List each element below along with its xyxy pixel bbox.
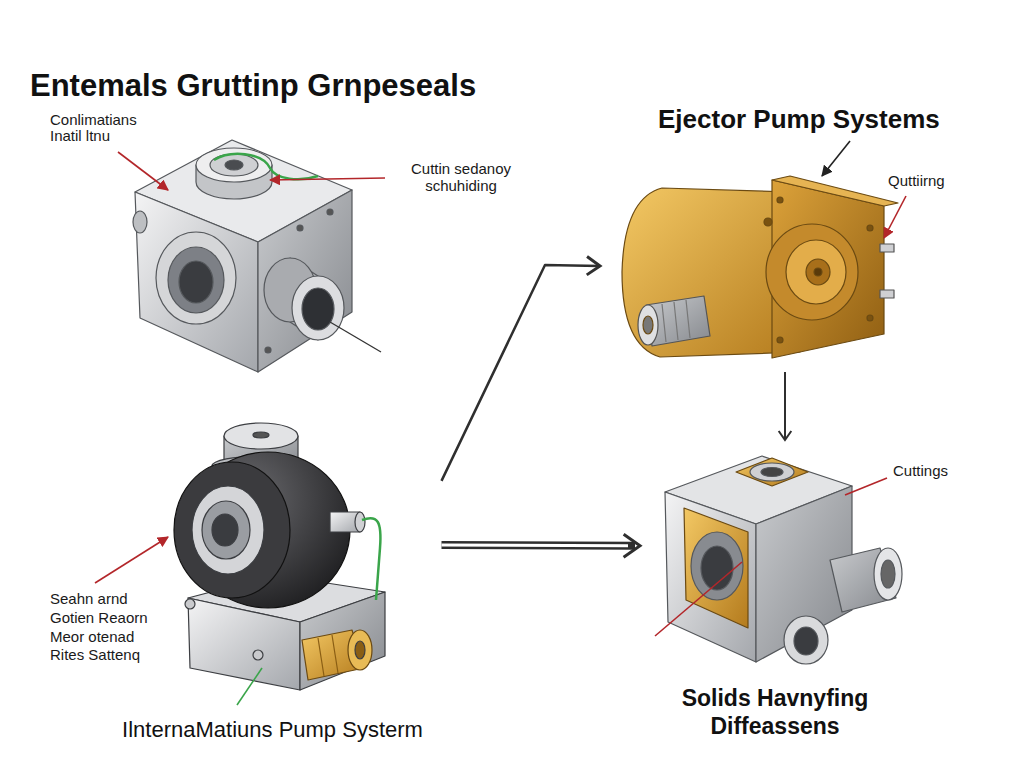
internal-pump-part	[188, 598, 300, 690]
ejector-pump-part	[880, 290, 894, 298]
arrow-head	[624, 534, 640, 557]
internal-pump-part	[185, 599, 195, 609]
arrow-head	[779, 431, 792, 440]
solids-pump-block-part	[736, 458, 808, 486]
valve-block	[133, 140, 352, 372]
callout-label: Conlimatians Inatil ltnu	[50, 112, 158, 144]
valve-block-part	[156, 232, 236, 324]
leader-lines-part	[330, 322, 381, 352]
flow-arrow	[442, 534, 641, 557]
ejector-pump-part	[643, 316, 653, 334]
group-heading: Ejector Pump Systems	[658, 104, 940, 135]
valve-block-part	[135, 192, 258, 372]
leader-lines-part	[270, 178, 385, 180]
internal-pump-part	[355, 512, 365, 532]
flow-arrow	[442, 257, 601, 481]
group-heading: Solids Havnyfing Diffeassens	[650, 685, 900, 740]
connector-line	[784, 372, 786, 440]
solids-pump-block-part	[665, 492, 756, 662]
solids-pump-block-part	[794, 627, 818, 655]
valve-block-part	[133, 211, 147, 233]
valve-block-part	[327, 209, 333, 215]
group-heading: IlnternaMatiuns Pump Systerm	[108, 717, 438, 743]
valve-block-part	[225, 160, 243, 170]
solids-pump-block-part	[691, 532, 743, 600]
ejector-pump-part	[772, 180, 884, 358]
valve-block-part	[168, 247, 224, 313]
ejector-pump	[622, 176, 898, 358]
leader-lines	[95, 141, 906, 705]
ejector-pump-part	[674, 302, 678, 340]
internal-pump-part	[253, 432, 269, 438]
valve-block-part	[214, 154, 318, 179]
leader-lines-part	[95, 537, 168, 583]
pump-group: Ejector Pump Systems	[600, 100, 1000, 372]
ejector-pump-part	[806, 259, 830, 285]
callout-label: Cuttin sedanoy schuhiding	[392, 160, 530, 195]
leader-lines-part	[845, 478, 887, 495]
ejector-pump-part	[867, 315, 873, 321]
internal-pump-part	[355, 641, 365, 659]
ejector-pump-part	[867, 225, 873, 231]
solids-pump-block-part	[881, 560, 895, 588]
callout-label: Seahn arnd Gotien Reaorn Meor otenad Rit…	[50, 590, 162, 665]
arrow-head	[587, 257, 600, 275]
connector-line	[442, 265, 601, 481]
internal-pump-part	[253, 650, 263, 660]
valve-block-part	[265, 347, 271, 353]
ejector-pump-part	[880, 244, 894, 252]
leader-lines-part	[822, 141, 850, 176]
callout-label: Cuttings	[893, 462, 948, 479]
internal-pump-part	[300, 592, 385, 690]
solids-pump-block-part	[761, 468, 783, 477]
ejector-pump-part	[764, 218, 772, 226]
leader-lines-part	[118, 152, 168, 190]
ejector-pump-part	[686, 300, 690, 338]
solids-pump-block	[665, 456, 902, 664]
internal-pump-part	[318, 638, 324, 676]
valve-block-part	[297, 225, 303, 231]
connector-gap	[442, 544, 629, 548]
callout-label: Quttiirng	[888, 172, 945, 189]
valve-block-part	[258, 190, 352, 372]
connector-line	[442, 541, 636, 550]
flow-arrow	[779, 372, 792, 440]
valve-block-part	[292, 276, 344, 340]
ejector-pump-part	[638, 305, 658, 345]
ejector-pump-part	[662, 304, 666, 342]
pump-group: IlnternaMatiuns Pump Systerm	[105, 405, 442, 750]
internal-pump-part	[174, 462, 290, 598]
internal-pump-part	[212, 514, 238, 546]
solids-pump-block-part	[874, 548, 902, 600]
ejector-pump-part	[777, 197, 783, 203]
solids-pump-block-part	[750, 463, 794, 481]
diagram-title: Entemals Gruttinp Grnpeseals	[30, 68, 476, 104]
ejector-pump-part	[766, 224, 858, 320]
solids-pump-block-part	[684, 508, 748, 628]
ejector-pump-part	[772, 176, 898, 206]
leader-lines-part	[237, 668, 262, 705]
internal-pump-part	[192, 486, 264, 574]
valve-block-part	[179, 261, 213, 303]
leader-lines-part	[884, 196, 906, 238]
pump-group: Solids Havnyfing Diffeassens	[640, 440, 910, 752]
leader-lines-part	[655, 562, 742, 636]
internal-pump-part	[332, 635, 338, 673]
internal-pump-part	[202, 501, 250, 559]
internal-pump-part	[362, 518, 380, 600]
solids-pump-block-part	[784, 616, 828, 664]
ejector-pump-part	[786, 240, 846, 304]
internal-pump	[174, 423, 385, 690]
valve-block-part	[302, 288, 334, 330]
ejector-pump-part	[814, 268, 822, 276]
internal-pump-part	[348, 630, 372, 670]
internal-pump-part	[224, 423, 298, 449]
ejector-pump-part	[777, 337, 783, 343]
